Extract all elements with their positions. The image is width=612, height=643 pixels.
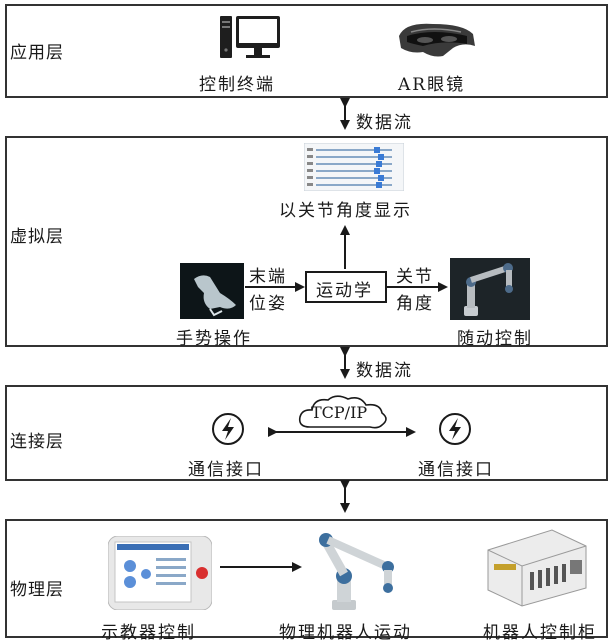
cloud-icon [298, 395, 387, 429]
follow-control-label: 随动控制 [457, 329, 533, 349]
robot-cabinet-label: 机器人控制柜 [483, 623, 597, 643]
layer-label-application: 应用层 [10, 43, 64, 63]
connection-layer-frame [5, 385, 608, 481]
gesture-hand-image [180, 263, 244, 319]
virtual-robot-arm-image [450, 258, 530, 320]
end-pose-label-line2: 位姿 [249, 294, 287, 314]
physical-robot-arm-image [319, 533, 394, 610]
robot-cabinet-image [487, 529, 587, 607]
desktop-computer-icon [220, 16, 280, 58]
control-terminal-label: 控制终端 [199, 75, 275, 95]
interface-left-lightning-icon [212, 413, 244, 445]
application-layer-frame [5, 4, 608, 98]
interface-right-label: 通信接口 [418, 460, 494, 480]
data-flow-label-2: 数据流 [356, 361, 413, 381]
layer-label-connection: 连接层 [10, 432, 64, 452]
joint-angle-panel-image [304, 143, 404, 191]
gesture-operation-label: 手势操作 [176, 329, 252, 349]
physical-layer-frame [5, 519, 608, 638]
interface-right-lightning-icon [439, 413, 471, 445]
ar-glasses-icon [399, 23, 475, 57]
robot-motion-label: 物理机器人运动 [279, 623, 412, 643]
ar-glasses-label: AR眼镜 [398, 75, 466, 95]
data-flow-label-1: 数据流 [356, 113, 413, 133]
kinematics-label: 运动学 [316, 281, 373, 301]
joint-angle-label-line1: 关节 [396, 267, 434, 287]
joint-angle-display-label: 以关节角度显示 [279, 201, 412, 221]
joint-angle-label-line2: 角度 [396, 294, 434, 314]
end-pose-label-line1: 末端 [249, 267, 287, 287]
teach-pendant-control-label: 示教器控制 [101, 623, 196, 643]
interface-left-label: 通信接口 [188, 460, 264, 480]
teach-pendant-image [108, 536, 212, 610]
protocol-label: TCP/IP [311, 403, 368, 422]
kinematics-box [305, 271, 387, 303]
virtual-layer-frame [5, 136, 608, 347]
layer-label-virtual: 虚拟层 [10, 227, 64, 247]
layer-label-physical: 物理层 [10, 580, 64, 600]
